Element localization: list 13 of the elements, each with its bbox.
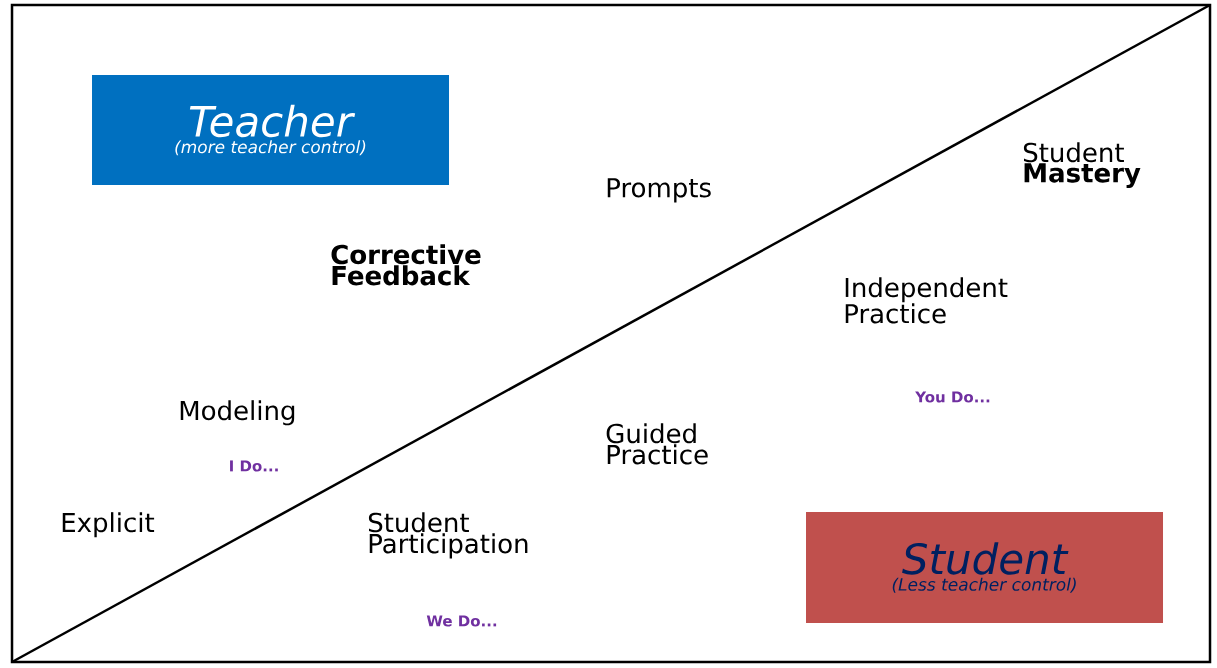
text-label: Guided Practice (606, 423, 708, 465)
text-label: Prompts (607, 178, 711, 203)
text-label: Explicit (62, 512, 155, 538)
text-label: You Do... (915, 391, 990, 403)
text-label: Modeling (180, 400, 295, 426)
label-box: Teacher (more teacher control) (92, 75, 449, 185)
text-label: Student Participation (368, 512, 528, 559)
bold-text: Corrective Feedback (331, 244, 481, 286)
label-box: Student (Less teacher control) (806, 512, 1163, 623)
text-label: Student Mastery (1023, 142, 1141, 188)
text-label: I Do... (230, 460, 278, 472)
text-label: Independent Practice (845, 277, 1008, 324)
text-label: We Do... (426, 615, 497, 627)
